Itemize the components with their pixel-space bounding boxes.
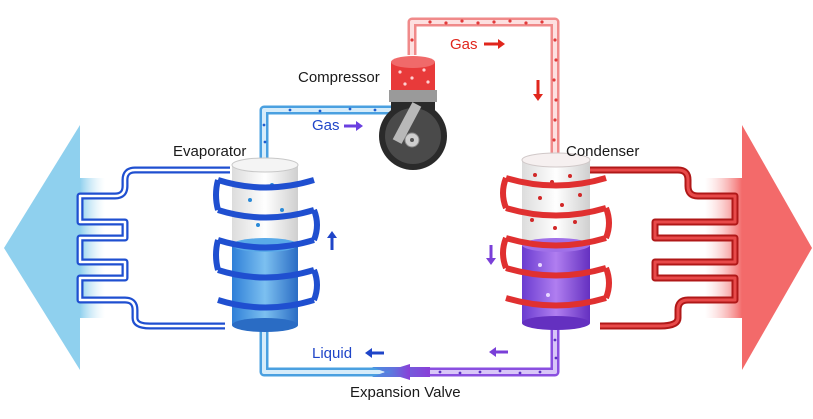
evaporator-helix [213, 177, 320, 311]
gas-bubbles-cold [262, 107, 377, 144]
gas-label-left: Gas [312, 117, 340, 134]
flow-arrow-gas-top [484, 39, 505, 49]
condenser-label: Condenser [566, 143, 640, 160]
gas-label-top: Gas [450, 36, 478, 53]
flow-arrow-liquid [365, 348, 384, 358]
flow-arrow-left-purple [489, 347, 508, 357]
cold-air-arrow-icon [4, 125, 80, 370]
condenser-cylinder [521, 152, 591, 330]
compressor-label: Compressor [298, 69, 380, 86]
flow-arrow-gas-left [344, 121, 363, 131]
flow-arrow-down-purple [486, 245, 496, 265]
liquid-pipe-purple [395, 320, 560, 377]
flow-arrow-down-condenser [533, 80, 543, 101]
liquid-label: Liquid [312, 345, 353, 362]
cold-air-arrow-body [80, 178, 105, 318]
gas-bubbles-hot [410, 19, 558, 142]
expansion-valve-label: Expansion Valve [350, 384, 461, 401]
evaporator-label: Evaporator [173, 143, 247, 160]
condenser-helix [500, 175, 612, 309]
liquid-bubbles [438, 338, 558, 375]
compressor [379, 56, 447, 170]
flow-arrow-up-evaporator [327, 231, 337, 250]
hot-air-arrow-icon [742, 125, 812, 370]
